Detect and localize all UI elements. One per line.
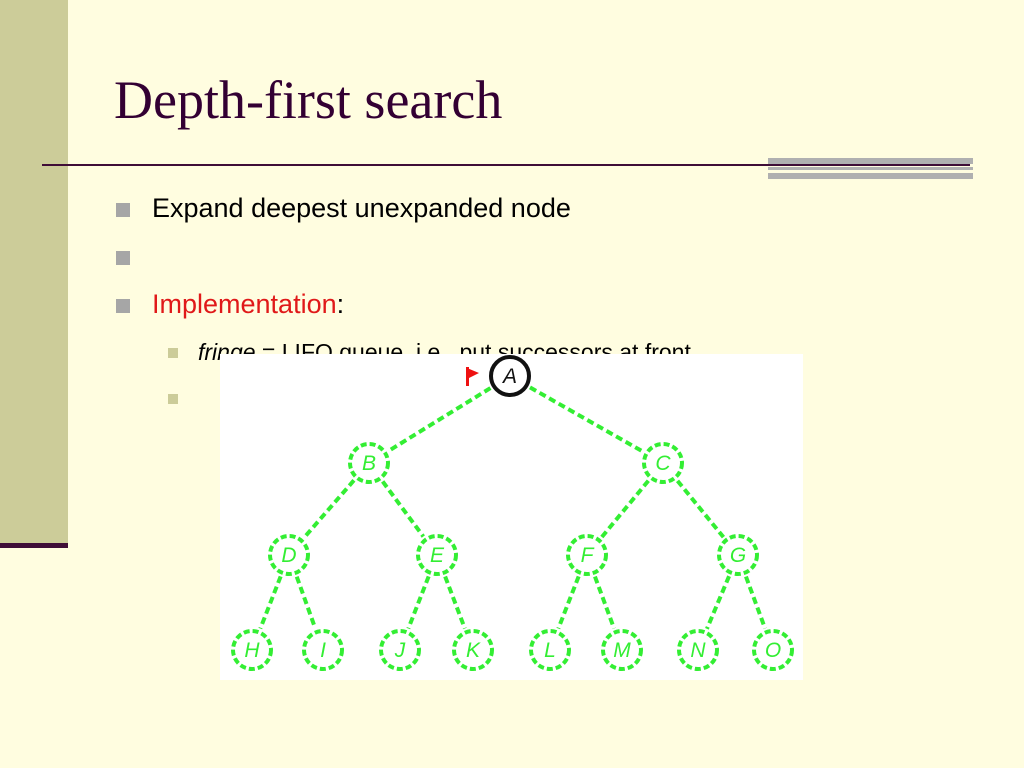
tree-edge <box>675 479 726 539</box>
tree-node-label: B <box>362 452 376 475</box>
search-tree-svg: A B C D E F G H I J K L M N O <box>231 355 794 671</box>
tree-node-label: M <box>613 639 631 662</box>
sidebar-band <box>0 0 68 546</box>
tree-node-circle <box>642 442 684 484</box>
tree-edge <box>600 479 650 539</box>
sidebar-underline <box>0 543 68 548</box>
tree-node-circle <box>566 534 608 576</box>
tree-edge <box>744 575 767 630</box>
tree-node: E <box>416 534 458 576</box>
tree-node-circle <box>452 629 494 671</box>
tree-node-circle <box>416 534 458 576</box>
tree-edge <box>302 479 356 539</box>
tree-node-circle <box>231 629 273 671</box>
tree-node-label: G <box>730 544 746 567</box>
tree-node-label: H <box>244 639 260 662</box>
accent-bar <box>768 158 973 179</box>
title-divider <box>42 164 970 166</box>
tree-node: J <box>379 629 421 671</box>
bullet-marker <box>116 251 130 265</box>
bullet-suffix: : <box>336 289 345 319</box>
tree-edge <box>556 575 581 630</box>
tree-node-circle <box>268 534 310 576</box>
tree-node-label: E <box>430 544 445 567</box>
tree-node-circle <box>348 442 390 484</box>
tree-edge <box>443 575 467 630</box>
tree-node-label: O <box>765 639 781 662</box>
tree-edge <box>705 575 731 630</box>
tree-node-label: I <box>320 639 326 662</box>
tree-node-label: N <box>690 639 706 662</box>
sub-bullet-marker <box>168 348 178 358</box>
tree-node-circle <box>752 629 794 671</box>
tree-node: C <box>642 442 684 484</box>
tree-node-label: F <box>581 544 595 567</box>
tree-node-label: J <box>394 639 406 662</box>
tree-node: G <box>717 534 759 576</box>
tree-node-label: D <box>281 544 296 567</box>
tree-node: K <box>452 629 494 671</box>
tree-edge <box>258 575 283 630</box>
tree-node-label: A <box>501 365 517 388</box>
tree-edge <box>529 385 644 454</box>
tree-node-circle <box>677 629 719 671</box>
tree-node: H <box>231 629 273 671</box>
tree-node-circle <box>489 355 531 397</box>
tree-node: N <box>677 629 719 671</box>
tree-node: F <box>566 534 608 576</box>
fringe-flag-pole <box>466 367 469 386</box>
tree-node: I <box>302 629 344 671</box>
bullet-text: Implementation: <box>152 288 344 320</box>
tree-node-label: K <box>466 639 481 662</box>
tree-node-circle <box>302 629 344 671</box>
sub-bullet-marker <box>168 394 178 404</box>
tree-node-label: C <box>655 452 671 475</box>
bullet-marker <box>116 203 130 217</box>
tree-node: D <box>268 534 310 576</box>
tree-edge <box>387 386 492 453</box>
search-tree-diagram: A B C D E F G H I J K L M N O <box>220 354 803 680</box>
tree-node-circle <box>717 534 759 576</box>
fringe-flag-icon <box>467 368 479 379</box>
tree-node: M <box>601 629 643 671</box>
slide-title: Depth-first search <box>114 70 503 130</box>
tree-node-circle <box>379 629 421 671</box>
tree-edge <box>381 480 425 538</box>
tree-node-label: L <box>544 639 556 662</box>
bullet-text: Expand deepest unexpanded node <box>152 193 571 223</box>
tree-edge <box>294 575 318 630</box>
tree-edge <box>406 575 431 630</box>
bullet-highlight: Implementation <box>152 289 337 319</box>
tree-node-circle <box>601 629 643 671</box>
tree-edge <box>593 575 616 630</box>
tree-node-circle <box>529 629 571 671</box>
bullet-marker <box>116 299 130 313</box>
tree-node: O <box>752 629 794 671</box>
tree-node: B <box>348 442 390 484</box>
tree-node: A <box>466 355 531 397</box>
tree-node: L <box>529 629 571 671</box>
